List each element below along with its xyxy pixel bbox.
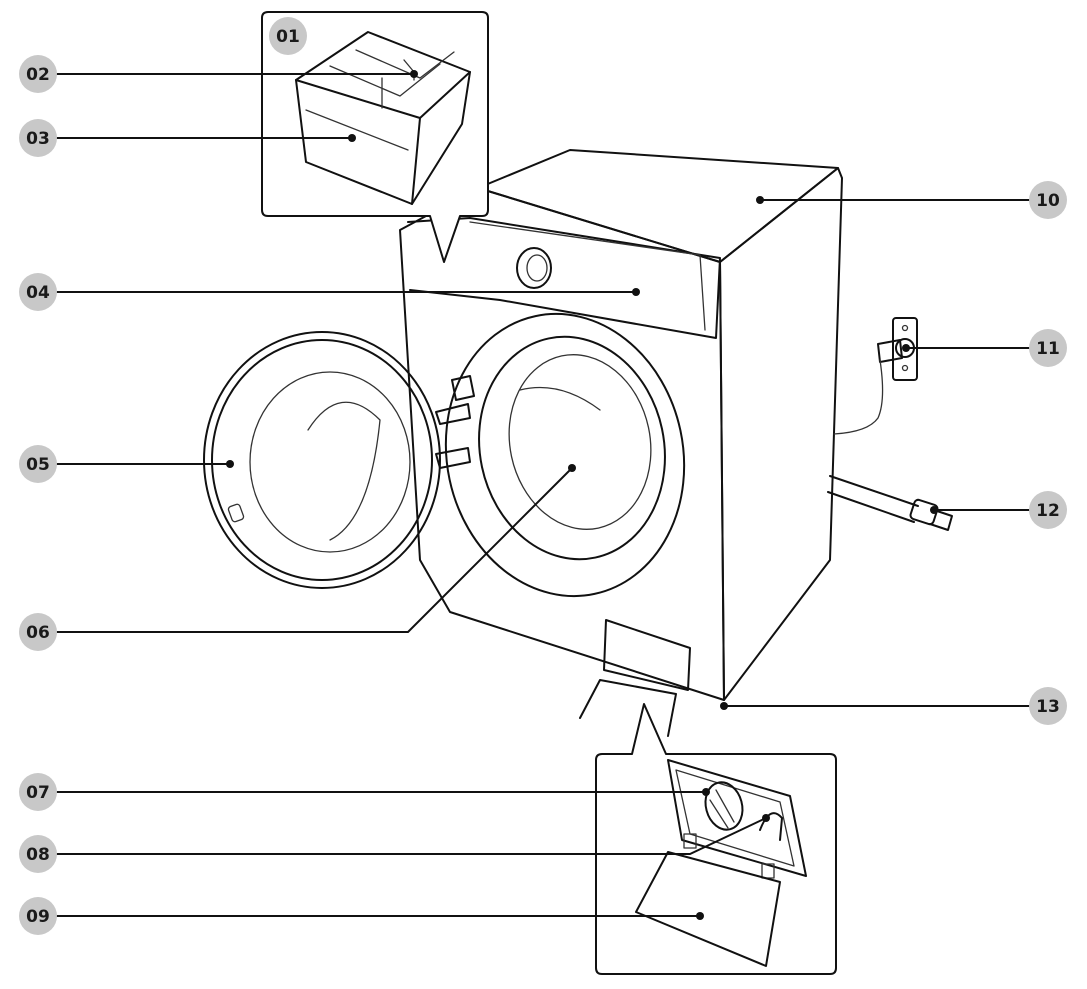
filter-recess bbox=[667, 759, 807, 877]
callout-01: 01 bbox=[269, 17, 307, 55]
power-plug bbox=[833, 317, 918, 435]
callout-07-label: 07 bbox=[26, 783, 50, 803]
drawer-compartment-divider bbox=[329, 63, 441, 97]
callout-03: 03 bbox=[19, 119, 57, 157]
door-hinge-top bbox=[435, 403, 471, 425]
leader-05-dot bbox=[226, 460, 234, 468]
program-knob-inner bbox=[526, 254, 548, 282]
drain-tube bbox=[759, 812, 783, 841]
inlet-hose bbox=[827, 475, 953, 531]
leader-10-dot bbox=[756, 196, 764, 204]
callout-06-label: 06 bbox=[26, 623, 50, 643]
machine-cabinet bbox=[399, 149, 843, 737]
hose-bottom-edge bbox=[827, 491, 915, 523]
leader-13-dot bbox=[720, 702, 728, 710]
inset-filter bbox=[595, 703, 837, 975]
door-glass bbox=[249, 371, 411, 553]
filter-cover-open bbox=[635, 851, 781, 967]
leader-lines bbox=[56, 70, 1030, 920]
callout-02: 02 bbox=[19, 55, 57, 93]
filter-pointer bbox=[579, 679, 677, 737]
drum bbox=[508, 354, 652, 530]
callout-12-label: 12 bbox=[1036, 501, 1060, 521]
leader-12-dot bbox=[930, 506, 938, 514]
leader-09-dot bbox=[696, 912, 704, 920]
leader-11-dot bbox=[902, 344, 910, 352]
hose-connector bbox=[909, 498, 939, 526]
door-glass-bulge bbox=[307, 401, 381, 541]
door-opening-inner bbox=[478, 335, 666, 561]
filter-recess-inner bbox=[675, 769, 795, 867]
callout-09-label: 09 bbox=[26, 907, 50, 927]
program-knob bbox=[516, 247, 552, 289]
power-cord bbox=[833, 359, 884, 435]
callout-13: 13 bbox=[1029, 687, 1067, 725]
callout-08: 08 bbox=[19, 835, 57, 873]
callout-07: 07 bbox=[19, 773, 57, 811]
leader-06 bbox=[56, 467, 573, 633]
inset-frame-bottom bbox=[595, 703, 837, 975]
callout-04: 04 bbox=[19, 273, 57, 311]
door-outer-ring bbox=[203, 331, 441, 589]
cabinet-top bbox=[477, 149, 839, 263]
callout-03-label: 03 bbox=[26, 129, 50, 149]
leader-06-dot bbox=[568, 464, 576, 472]
control-panel-inner bbox=[469, 221, 706, 331]
leader-07-dot bbox=[702, 788, 710, 796]
filter-cap-grip bbox=[709, 789, 735, 829]
callout-11-label: 11 bbox=[1036, 339, 1060, 359]
door-ring-inner bbox=[211, 339, 433, 581]
callout-10-label: 10 bbox=[1036, 191, 1060, 211]
door bbox=[203, 331, 475, 589]
callout-13-label: 13 bbox=[1036, 697, 1060, 717]
cabinet-front bbox=[399, 187, 725, 701]
leader-08 bbox=[56, 817, 767, 855]
drawer-side bbox=[411, 71, 471, 205]
drawer-compartment-back bbox=[355, 49, 455, 79]
door-hinge-bottom bbox=[435, 447, 471, 469]
callout-11: 11 bbox=[1029, 329, 1067, 367]
callout-badges: 01 02 03 04 05 06 07 08 bbox=[19, 17, 1067, 935]
door-opening-outer bbox=[444, 312, 686, 598]
callout-08-label: 08 bbox=[26, 845, 50, 865]
door-lock bbox=[451, 375, 475, 401]
socket-screw-top bbox=[901, 324, 909, 332]
cover-hinge-left bbox=[683, 833, 697, 849]
hose-top-edge bbox=[829, 475, 919, 507]
callout-09: 09 bbox=[19, 897, 57, 935]
callout-01-label: 01 bbox=[276, 27, 300, 47]
leader-04-dot bbox=[632, 288, 640, 296]
callout-10: 10 bbox=[1029, 181, 1067, 219]
door-handle-mark bbox=[227, 503, 245, 523]
callout-06: 06 bbox=[19, 613, 57, 651]
drum-shading bbox=[519, 386, 601, 411]
callout-12: 12 bbox=[1029, 491, 1067, 529]
callout-05: 05 bbox=[19, 445, 57, 483]
leader-03-dot bbox=[348, 134, 356, 142]
leader-02-dot bbox=[410, 70, 418, 78]
callout-05-label: 05 bbox=[26, 455, 50, 475]
drawer-front-line bbox=[305, 109, 409, 151]
callout-04-label: 04 bbox=[26, 283, 50, 303]
socket-screw-bottom bbox=[901, 364, 909, 372]
filter-cover-front bbox=[603, 619, 691, 691]
callout-02-label: 02 bbox=[26, 65, 50, 85]
filter-cap bbox=[704, 781, 744, 831]
plug-head bbox=[877, 339, 903, 363]
hose-end bbox=[929, 509, 953, 531]
leader-08-dot bbox=[762, 814, 770, 822]
cabinet-side bbox=[719, 167, 843, 701]
drawer-top bbox=[295, 31, 471, 119]
